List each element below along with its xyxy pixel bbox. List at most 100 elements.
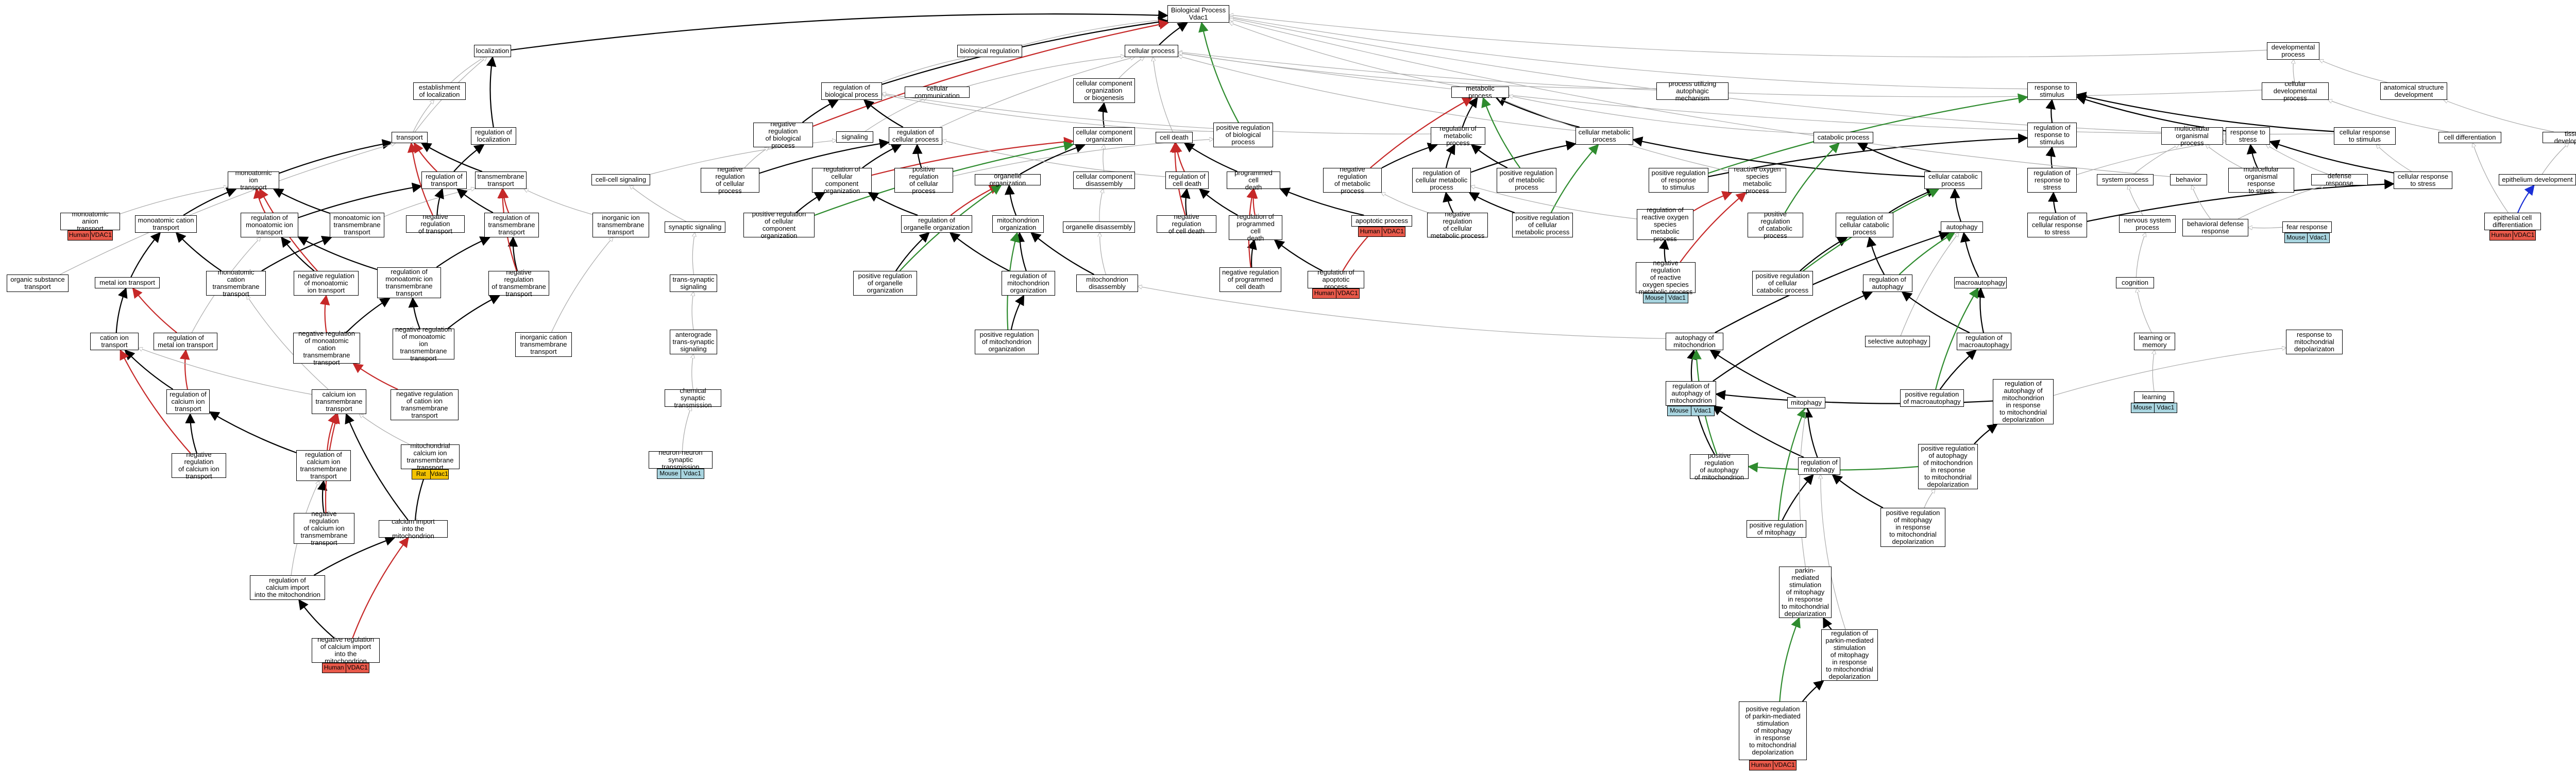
go-term-celldeath[interactable]: cell death bbox=[1156, 132, 1193, 143]
go-term-orgdis[interactable]: organelle disassembly bbox=[1063, 221, 1135, 233]
go-term-celldiff[interactable]: cell differentiation bbox=[2438, 132, 2501, 143]
go-term-cp[interactable]: cellular process bbox=[1125, 45, 1178, 57]
go-term-inorgtm[interactable]: inorganic ion transmembrane transport bbox=[592, 213, 649, 237]
go-term-metab[interactable]: metabolic process bbox=[1451, 85, 1509, 99]
go-term-regtm[interactable]: regulation of transmembrane transport bbox=[484, 213, 539, 237]
go-term-ccorg[interactable]: cellular component organization bbox=[1073, 127, 1135, 145]
go-term-posregcatab[interactable]: positive regulation of catabolic process bbox=[1748, 211, 1803, 239]
go-term-regcp[interactable]: regulation of cellular process bbox=[889, 127, 942, 145]
go-term-negregbp[interactable]: negative regulation of biological proces… bbox=[753, 121, 813, 149]
go-term-syst[interactable]: system process bbox=[2097, 174, 2154, 185]
go-term-orgcation[interactable]: inorganic cation transmembrane transport bbox=[515, 332, 572, 357]
go-term-loc[interactable]: localization bbox=[474, 45, 511, 57]
go-term-posregresp[interactable]: positive regulation of response to stimu… bbox=[1649, 168, 1708, 193]
go-term-regcalciumtm[interactable]: regulation of calcium ion transmembrane … bbox=[296, 450, 351, 481]
go-term-regautophmito[interactable]: regulation of autophagy of mitochondrion bbox=[1666, 381, 1716, 406]
go-term-negregcationtm[interactable]: negative regulation of cation ion transm… bbox=[391, 389, 459, 420]
go-term-negregcelldeath[interactable]: negative regulation of cell death bbox=[1157, 213, 1216, 235]
go-term-regcellcatab[interactable]: regulation of cellular catabolic process bbox=[1836, 213, 1893, 237]
go-term-macroautoph[interactable]: macroautophagy bbox=[1954, 277, 2007, 288]
go-term-posregmitophagy[interactable]: positive regulation of mitophagy bbox=[1747, 520, 1806, 538]
go-term-multorgstress[interactable]: multicellular organismal response to str… bbox=[2228, 166, 2294, 195]
go-term-cellsig[interactable]: cell-cell signaling bbox=[591, 174, 650, 185]
go-term-synsig[interactable]: synaptic signaling bbox=[665, 221, 725, 233]
go-term-biop[interactable]: biological regulation bbox=[957, 45, 1022, 57]
go-term-posregparkin[interactable]: positive regulation of parkin-mediated s… bbox=[1739, 701, 1807, 760]
go-term-negregtm[interactable]: negative regulation of transmembrane tra… bbox=[488, 269, 549, 298]
go-term-ccdis[interactable]: cellular component disassembly bbox=[1073, 171, 1135, 189]
go-term-cellresp[interactable]: cellular response to stimulus bbox=[2334, 127, 2396, 145]
go-term-selautoph[interactable]: selective autophagy bbox=[1865, 336, 1930, 347]
go-term-regpcd[interactable]: regulation of programmed cell death bbox=[1229, 213, 1282, 242]
go-term-regcellmetab[interactable]: regulation of cellular metabolic process bbox=[1412, 168, 1471, 193]
go-term-posregautophmitodep[interactable]: positive regulation of autophagy of mito… bbox=[1918, 444, 1978, 489]
go-term-calciumimport[interactable]: calcium import into the mitochondrion bbox=[379, 518, 448, 540]
go-term-monoanion[interactable]: monoatomic anion transport bbox=[60, 211, 120, 232]
go-term-regnegmonocationtm[interactable]: negative regulation of monoatomic cation… bbox=[293, 330, 360, 366]
go-term-multorg[interactable]: multicellular organismal process bbox=[2161, 125, 2223, 147]
go-term-regrespstim[interactable]: regulation of response to stimulus bbox=[2027, 123, 2077, 147]
go-term-monoatom[interactable]: monoatomic ion transport bbox=[228, 169, 279, 191]
go-term-neuronsyn[interactable]: neuron-neuron synaptic transmission bbox=[649, 449, 713, 471]
go-term-regmonoatom[interactable]: regulation of monoatomic ion transport bbox=[241, 213, 298, 237]
go-term-negregcalciumtm[interactable]: negative regulation of calcium ion trans… bbox=[294, 510, 354, 546]
go-term-cellmetab[interactable]: cellular metabolic process bbox=[1575, 127, 1633, 145]
go-term-mitoorg[interactable]: mitochondrion organization bbox=[992, 215, 1044, 233]
go-term-negregmetab[interactable]: negative regulation of metabolic process bbox=[1323, 166, 1382, 195]
go-term-cellcatab[interactable]: cellular catabolic process bbox=[1924, 171, 1982, 189]
go-term-regmonoatomtm[interactable]: regulation of monoatomic ion transmembra… bbox=[377, 267, 441, 298]
go-term-nervsys[interactable]: nervous system process bbox=[2119, 215, 2176, 233]
go-term-regmetab[interactable]: regulation of metabolic process bbox=[1431, 125, 1485, 147]
go-term-anatdev[interactable]: anatomical structure development bbox=[2380, 82, 2447, 100]
go-term-cellrespstress[interactable]: cellular response to stress bbox=[2394, 171, 2452, 189]
go-term-cellcomm[interactable]: cellular communication bbox=[905, 85, 970, 99]
go-term-epicelldiff[interactable]: epithelial cell differentiation bbox=[2484, 213, 2541, 230]
go-term-negregmonoatom[interactable]: negative regulation of monoatomic ion tr… bbox=[294, 271, 359, 296]
go-term-devp[interactable]: developmental process bbox=[2267, 42, 2319, 60]
go-term-regapop[interactable]: regulation of apoptotic process bbox=[1308, 269, 1364, 290]
go-term-posregcellcatab[interactable]: positive regulation of cellular cataboli… bbox=[1752, 271, 1813, 296]
go-term-respmitodep[interactable]: response to mitochondrial depolarizaton bbox=[2286, 330, 2343, 354]
go-term-negregtransport[interactable]: negative regulation of transport bbox=[406, 213, 465, 235]
go-term-calciumtm[interactable]: calcium ion transmembrane transport bbox=[312, 389, 366, 414]
go-term-tissdev[interactable]: tissue development bbox=[2543, 130, 2576, 145]
go-term-transmem[interactable]: transmembrane transport bbox=[475, 171, 527, 189]
go-term-regmacroautoph[interactable]: regulation of macroautophagy bbox=[1957, 333, 2011, 350]
go-term-posregmacro[interactable]: positive regulation of macroautophagy bbox=[1900, 389, 1964, 407]
go-term-negregmonoatomtm[interactable]: negative regulation of monoatomic ion tr… bbox=[393, 326, 454, 362]
go-term-fear[interactable]: fear response bbox=[2282, 221, 2332, 233]
go-term-learnmem[interactable]: learning or memory bbox=[2134, 333, 2175, 350]
go-term-negregros[interactable]: negative regulation of reactive oxygen s… bbox=[1636, 260, 1696, 296]
go-term-orgsub[interactable]: organic substance transport bbox=[7, 275, 69, 292]
go-term-regccorg[interactable]: regulation of cellular component organiz… bbox=[812, 166, 872, 195]
go-term-posregcellmetab[interactable]: positive regulation of cellular metaboli… bbox=[1512, 213, 1573, 237]
go-term-regautophmitodep[interactable]: regulation of autophagy of mitochondrion… bbox=[1993, 379, 2054, 424]
go-term-posregbp[interactable]: positive regulation of biological proces… bbox=[1213, 123, 1273, 147]
go-term-negregcalcium[interactable]: negative regulation of calcium ion trans… bbox=[172, 451, 226, 480]
go-term-orgorg[interactable]: organelle organization bbox=[975, 173, 1041, 187]
go-term-cation[interactable]: cation ion transport bbox=[90, 333, 139, 350]
go-term-negregcellmetab[interactable]: negative regulation of cellular metaboli… bbox=[1427, 211, 1488, 239]
go-term-estloc[interactable]: establishment of localization bbox=[413, 82, 466, 100]
go-term-regcellrespstress[interactable]: regulation of cellular response to stres… bbox=[2027, 213, 2087, 237]
go-term-pcd[interactable]: programmed cell death bbox=[1227, 169, 1280, 191]
go-term-regros[interactable]: regulation of reactive oxygen species me… bbox=[1637, 207, 1693, 243]
go-term-regcalcium[interactable]: regulation of calcium ion transport bbox=[166, 389, 210, 414]
go-term-learning[interactable]: learning bbox=[2134, 391, 2174, 403]
go-term-monocation[interactable]: monoatomic cation transport bbox=[135, 215, 197, 233]
go-term-posregccorg[interactable]: positive regulation of cellular componen… bbox=[743, 211, 815, 239]
go-term-behdef[interactable]: behavioral defense response bbox=[2182, 219, 2248, 236]
go-term-metalion[interactable]: metal ion transport bbox=[95, 277, 160, 288]
go-term-posregorg[interactable]: positive regulation of organelle organiz… bbox=[853, 271, 917, 296]
go-term-regrespstress[interactable]: regulation of response to stress bbox=[2027, 168, 2077, 193]
go-term-regcalciumimport[interactable]: regulation of calcium import into the mi… bbox=[250, 575, 325, 600]
go-term-negregcalciumimport[interactable]: negative regulation of calcium import in… bbox=[312, 636, 380, 665]
go-term-autophmito[interactable]: autophagy of mitochondrion bbox=[1666, 333, 1723, 350]
go-term-regautoph[interactable]: regulation of autophagy bbox=[1863, 275, 1912, 292]
go-term-resp[interactable]: response to stimulus bbox=[2027, 82, 2077, 100]
go-term-posregautophmito[interactable]: positive regulation of autophagy of mito… bbox=[1690, 452, 1749, 481]
go-term-ccob[interactable]: cellular component organization or bioge… bbox=[1073, 78, 1135, 103]
go-term-regtransport[interactable]: regulation of transport bbox=[421, 171, 467, 189]
go-term-regmitoorg[interactable]: regulation of mitochondrion organization bbox=[1002, 271, 1055, 296]
go-term-negregcp[interactable]: negative regulation of cellular process bbox=[701, 166, 759, 195]
